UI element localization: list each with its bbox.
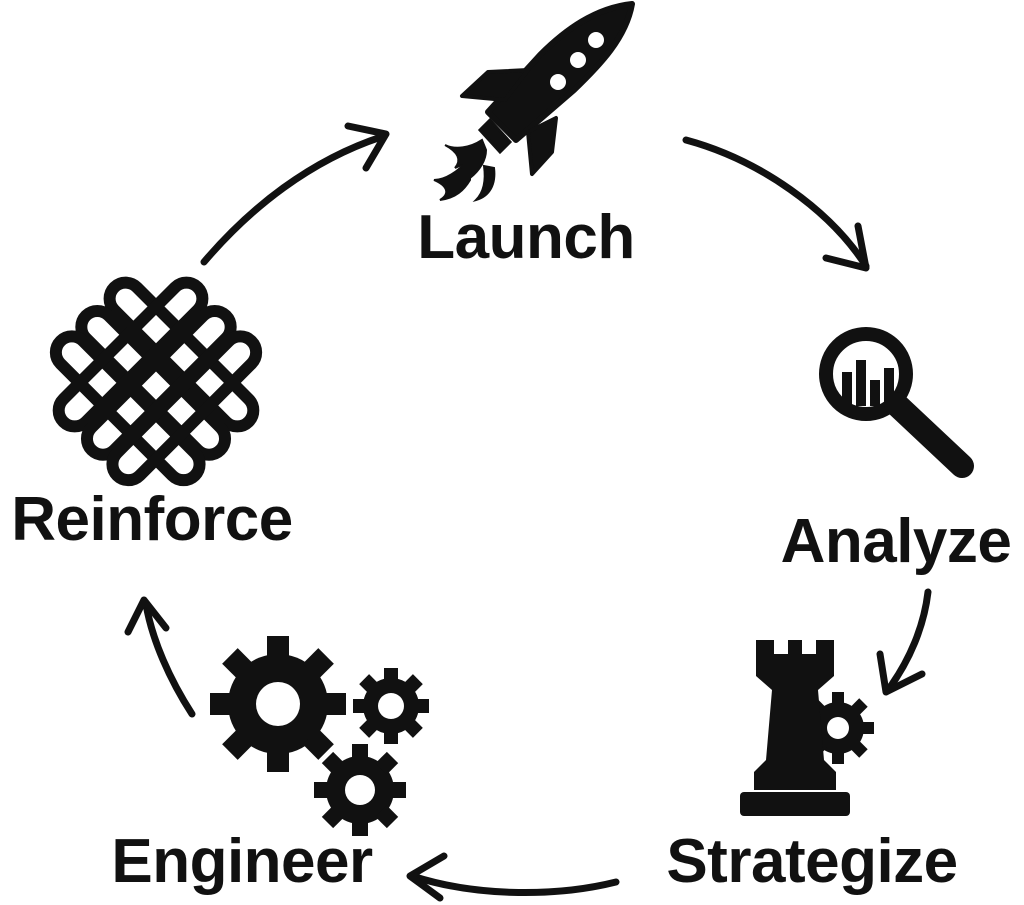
woven-lattice-icon <box>49 276 263 487</box>
arrow-reinforce-to-launch <box>200 122 390 266</box>
stage-label-engineer: Engineer <box>111 827 373 896</box>
gears-icon <box>210 636 429 836</box>
stage-label-analyze: Analyze <box>781 507 1012 576</box>
chess-rook-gear-icon <box>740 640 874 816</box>
stage-label-reinforce: Reinforce <box>11 485 292 554</box>
stage-label-strategize: Strategize <box>666 827 957 896</box>
arrow-engineer-to-reinforce <box>124 596 196 718</box>
arrow-launch-to-analyze <box>682 136 870 272</box>
magnifier-chart-icon <box>819 327 974 478</box>
stage-label-launch: Launch <box>417 203 634 272</box>
arrow-strategize-to-engineer <box>406 852 620 902</box>
rocket-icon <box>433 1 635 203</box>
arrow-analyze-to-strategize <box>876 588 932 696</box>
